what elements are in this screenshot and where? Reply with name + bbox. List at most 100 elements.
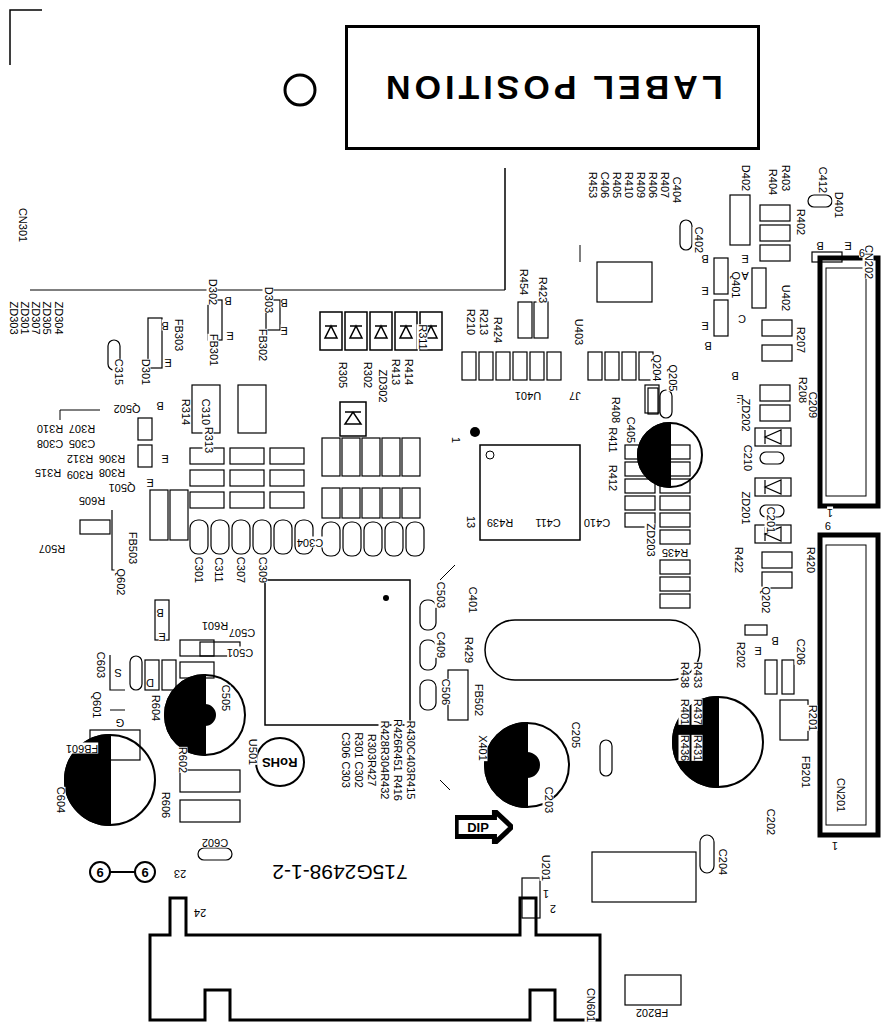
part-label: C301 — [193, 557, 204, 583]
part-label: 715G2498-1-2 — [272, 862, 407, 883]
part-label: R408 — [610, 397, 621, 423]
part-label: E — [226, 330, 233, 341]
part-label: S — [114, 667, 121, 678]
part-label: R309 — [67, 469, 93, 480]
part-label: C304 — [297, 537, 323, 548]
part-label: FB202 — [636, 1007, 668, 1018]
part-label: R312 — [67, 453, 93, 464]
part-label: C308 — [37, 438, 63, 449]
part-label: R402 — [795, 209, 806, 235]
part-label: 2 — [550, 903, 556, 914]
part-label: 13 — [465, 516, 476, 528]
part-label: 1 — [450, 437, 461, 443]
part-label: FB301 — [208, 334, 219, 366]
part-label: C602 — [202, 837, 228, 848]
part-label: R604 — [150, 695, 161, 721]
part-label: R431 — [692, 735, 703, 761]
part-label: R310 — [37, 423, 63, 434]
part-label: U401 — [515, 390, 541, 401]
part-label: FB201 — [800, 756, 811, 788]
part-label: Q401 — [730, 272, 741, 299]
part-label: C412 — [817, 167, 828, 193]
part-label: E — [164, 357, 171, 368]
part-label: R313 — [203, 427, 214, 453]
part-label: R210 — [465, 309, 476, 335]
part-label: C310 — [200, 399, 211, 425]
dip-arrow: DIP — [455, 810, 513, 844]
part-label: C405 — [625, 417, 636, 443]
part-label: C307 — [235, 557, 246, 583]
part-label: R423 — [537, 277, 548, 303]
node-text: LABEL POSITION — [382, 68, 723, 107]
part-label: Q602 — [115, 569, 126, 596]
part-label: C603 — [95, 652, 106, 678]
part-label: C206 — [795, 639, 806, 665]
part-label: R601 — [202, 620, 228, 631]
part-label: B — [156, 400, 163, 411]
part-label: C309 — [257, 557, 268, 583]
part-label: G — [116, 717, 125, 728]
part-label: E — [754, 645, 761, 656]
part-label: CN201 — [835, 778, 846, 812]
part-label: B — [161, 320, 168, 331]
part-label: 1 — [543, 888, 549, 899]
label-position-box: LABEL POSITION — [345, 25, 760, 150]
part-label: E — [701, 320, 708, 331]
part-label: U402 — [780, 285, 791, 311]
part-label: ZD202 — [740, 398, 751, 431]
part-label: R606 — [160, 792, 171, 818]
part-label: R302 — [362, 362, 373, 388]
part-label: R430C403R415 — [405, 721, 416, 800]
part-label: FB303 — [173, 319, 184, 351]
part-label: R404 — [767, 169, 778, 195]
part-label: C — [738, 313, 746, 324]
part-label: C205 — [570, 722, 581, 748]
part-label: D302 — [207, 279, 218, 305]
part-label: CN601 — [585, 988, 596, 1022]
part-label: E — [158, 631, 165, 642]
part-label: R422 — [733, 547, 744, 573]
part-label: C506 — [440, 679, 451, 705]
part-label: C501 — [227, 647, 253, 658]
part-label: B — [731, 370, 738, 381]
part-label: R315 — [35, 467, 61, 478]
part-label: U501 — [247, 739, 258, 765]
part-label: 9 — [859, 247, 865, 258]
part-label: B — [704, 340, 711, 351]
part-label: ZD307 — [30, 301, 41, 334]
part-label: J7 — [569, 390, 581, 401]
part-label: 6 — [96, 866, 103, 879]
part-label: R438 — [679, 662, 690, 688]
part-label: C315 — [113, 359, 124, 385]
part-label: C401 — [467, 587, 478, 613]
part-label: R426R451 R416 — [392, 719, 403, 801]
part-label: R436 — [679, 735, 690, 761]
part-label: C410 — [584, 517, 610, 528]
part-label: R454 — [518, 269, 529, 295]
part-label: B — [280, 297, 287, 308]
part-label: FB503 — [127, 532, 138, 564]
part-label: C507 — [229, 627, 255, 638]
part-label: C306 C303 — [340, 732, 351, 788]
part-label: C202 — [765, 809, 776, 835]
part-label: C409 — [435, 632, 446, 658]
part-label: Q204 — [651, 355, 662, 382]
part-label: R507 — [39, 543, 65, 554]
node-text: DIP — [467, 820, 489, 835]
part-label: D401 — [833, 192, 844, 218]
part-label: E — [741, 253, 748, 264]
part-label: C604 — [55, 787, 66, 813]
part-label: C406 — [599, 172, 610, 198]
part-label: C305 — [69, 438, 95, 449]
part-label: C210 — [742, 445, 753, 471]
part-label: E — [146, 477, 153, 488]
part-label: R207 — [795, 327, 806, 353]
part-label: R605 — [79, 495, 105, 506]
part-label: R428R304R432 — [379, 721, 390, 800]
part-label: E — [701, 285, 708, 296]
part-label: CN301 — [17, 208, 28, 242]
part-label: U201 — [540, 855, 551, 881]
part-label: 23 — [174, 868, 186, 879]
part-label: C411 — [535, 517, 560, 528]
